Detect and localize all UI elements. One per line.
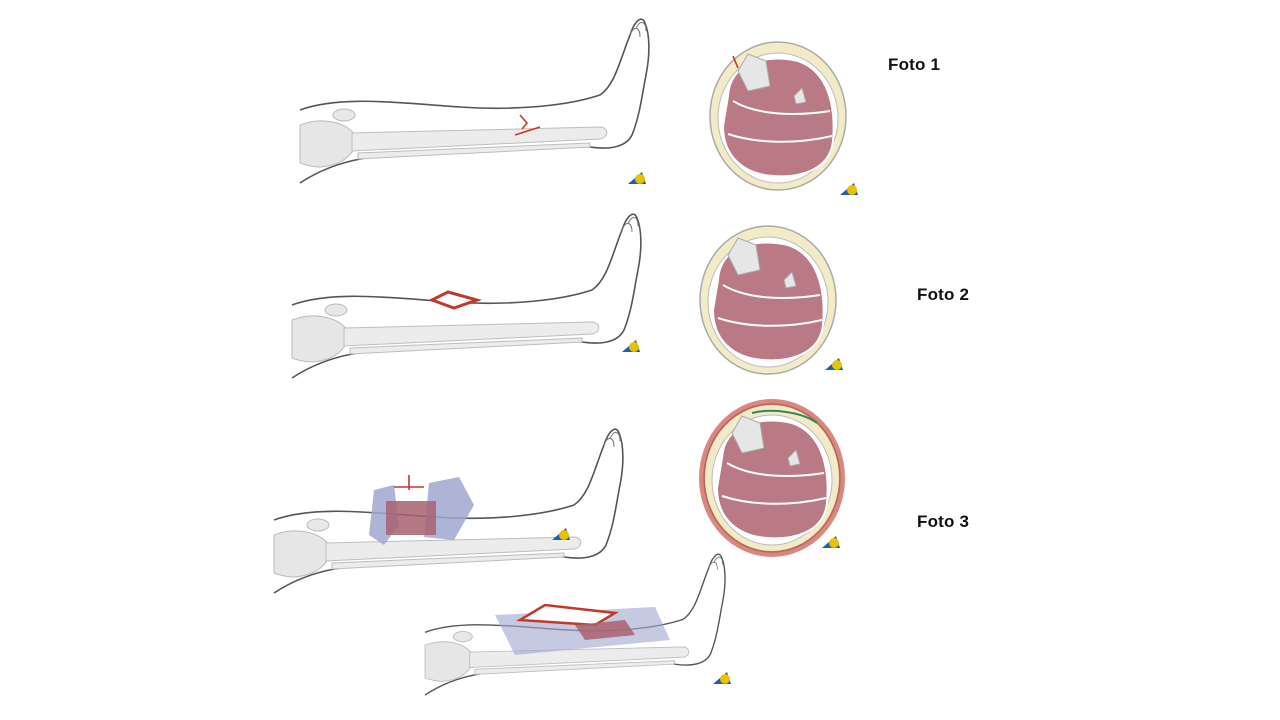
leg-illustration-1 xyxy=(299,18,650,184)
logo-icon xyxy=(628,172,646,184)
logo-icon xyxy=(552,528,570,540)
photo-label-1: Foto 1 xyxy=(888,55,941,74)
logo-icon xyxy=(622,340,640,352)
logo-icon xyxy=(713,672,731,684)
photo-label-3: Foto 3 xyxy=(917,512,970,531)
photo-label-2: Foto 2 xyxy=(917,285,970,304)
cross-section-2 xyxy=(699,225,837,375)
cross-section-1 xyxy=(709,41,847,191)
leg-illustration-2 xyxy=(291,213,642,379)
logo-icon xyxy=(825,358,843,370)
leg-illustration-4 xyxy=(424,553,726,696)
leg-illustration-3 xyxy=(273,428,624,594)
logo-icon xyxy=(822,536,840,548)
cross-section-3 xyxy=(699,399,845,557)
logo-icon xyxy=(840,183,858,195)
